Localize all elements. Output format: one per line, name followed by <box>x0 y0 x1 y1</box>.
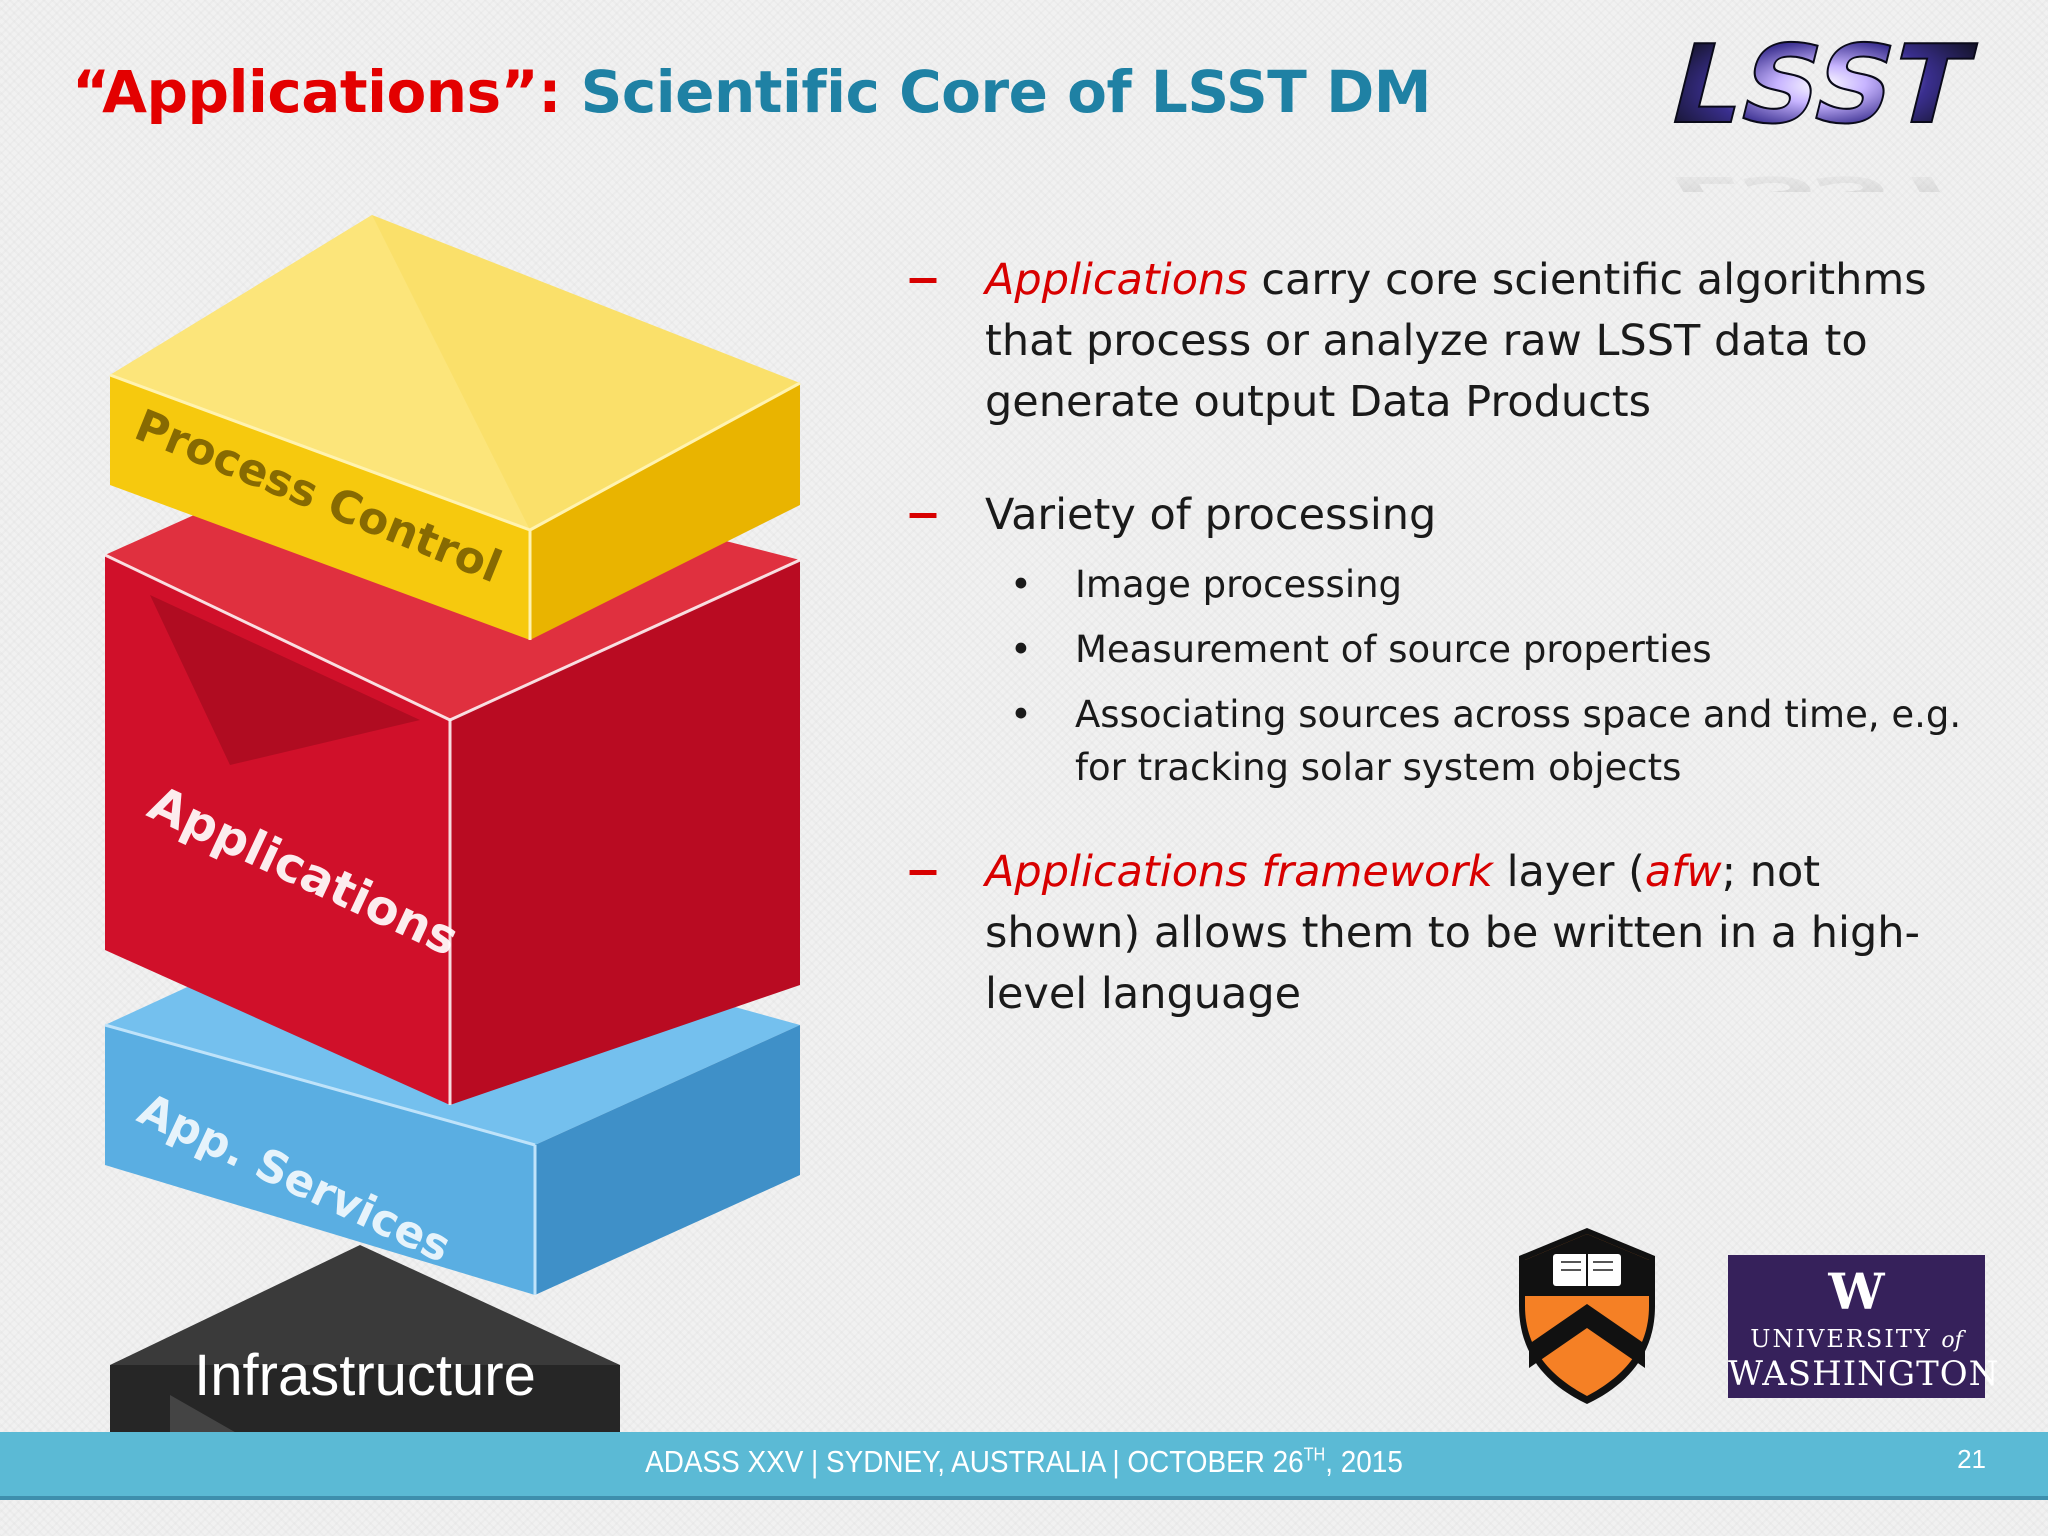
dm-layer-stack: Infrastructure App. Services Application… <box>104 215 801 1435</box>
slide-title: “Applications”: Scientific Core of LSST … <box>72 58 1431 126</box>
title-highlight: “Applications”: <box>72 58 561 126</box>
title-main: Scientific Core of LSST DM <box>580 58 1432 126</box>
dash-marker: − <box>905 490 942 540</box>
sub-bullet-item: • Image processing <box>905 558 1985 611</box>
highlight-text: Applications <box>985 255 1248 305</box>
infrastructure-label: Infrastructure <box>194 1343 536 1408</box>
infrastructure-layer: Infrastructure <box>110 1245 620 1435</box>
dash-marker: − <box>905 847 942 897</box>
bullet-text: ; not shown) allows them to be written i… <box>985 847 1921 1019</box>
sub-bullet-text: Image processing <box>1075 563 1403 606</box>
page-number: 21 <box>1957 1444 1986 1474</box>
sub-bullet-text: Measurement of source properties <box>1075 628 1712 671</box>
highlight-text: afw <box>1644 847 1722 897</box>
bullet-text: Variety of processing <box>985 490 1437 540</box>
sub-bullet-text: Associating sources across space and tim… <box>1075 693 1962 789</box>
uw-washington-text: WASHINGTON <box>1728 1354 2000 1394</box>
bullet-item: −Applications framework layer (afw; not … <box>905 842 1985 1025</box>
highlight-text: Applications framework <box>985 847 1493 897</box>
sub-bullet-item: • Measurement of source properties <box>905 623 1985 676</box>
bullet-text: layer ( <box>1492 847 1645 897</box>
footer-bar: ADASS XXV | SYDNEY, AUSTRALIA | OCTOBER … <box>0 1432 2048 1500</box>
uw-logo: W UNIVERSITY of WASHINGTON <box>1728 1255 2000 1398</box>
dash-marker: − <box>905 255 942 305</box>
bullet-dot: • <box>1010 628 1032 671</box>
uw-university-text: UNIVERSITY of <box>1750 1325 1963 1353</box>
lsst-logo: LSST LSST <box>1658 22 1985 192</box>
princeton-shield-logo <box>1519 1228 1655 1404</box>
bullet-item: −Variety of processing <box>905 485 1985 546</box>
sub-bullet-item: • Associating sources across space and ti… <box>905 688 1985 794</box>
footer-text: ADASS XXV | SYDNEY, AUSTRALIA | OCTOBER … <box>645 1444 1403 1479</box>
bullet-dot: • <box>1010 693 1032 736</box>
uw-w-mark: W <box>1828 1262 1885 1321</box>
bullet-item: −Applications carry core scientific algo… <box>905 250 1985 433</box>
bullet-text: carry core scientific algorithms that pr… <box>985 255 1927 427</box>
bullet-list: −Applications carry core scientific algo… <box>905 250 1985 1025</box>
process-control-layer: Process Control <box>109 215 801 640</box>
lsst-logo-text: LSST <box>1659 22 1984 148</box>
svg-text:LSST: LSST <box>1658 165 1983 192</box>
bullet-dot: • <box>1010 563 1032 606</box>
